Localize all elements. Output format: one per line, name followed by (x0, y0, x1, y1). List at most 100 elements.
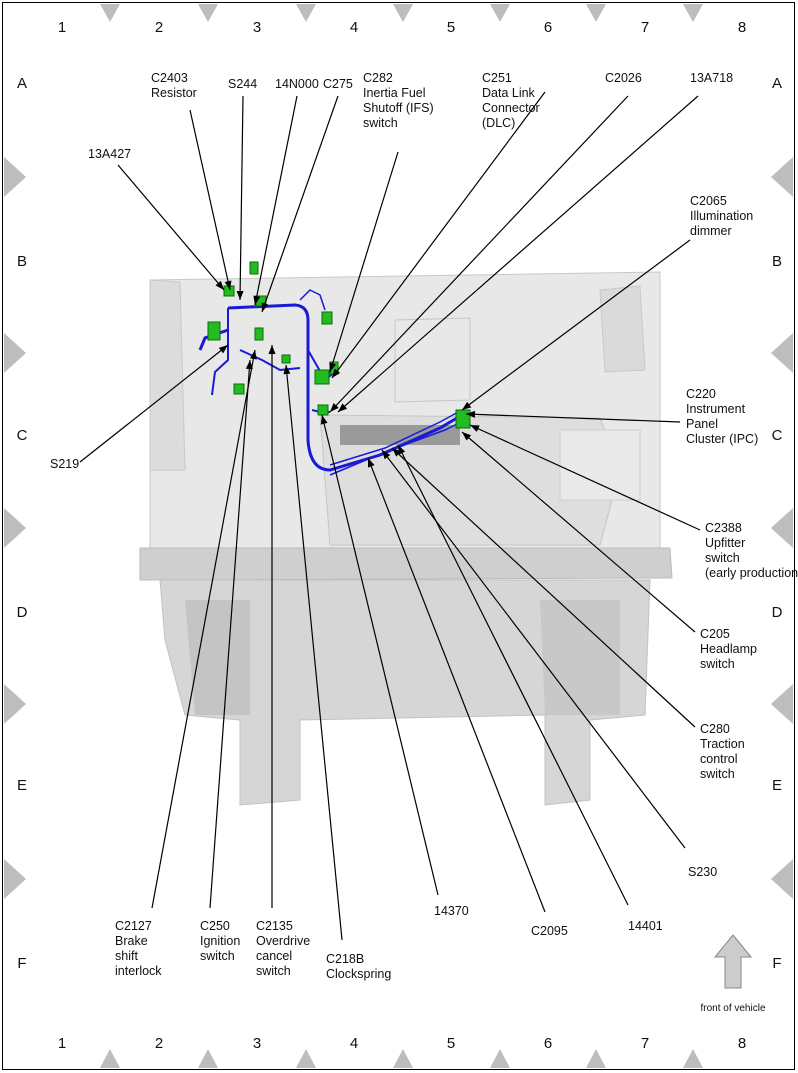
grid-marker-bottom (683, 1049, 703, 1068)
callout-13a427-line: 13A427 (88, 147, 131, 161)
grid-marker-bottom (296, 1049, 316, 1068)
grid-marker-right (771, 157, 793, 197)
arrowhead-c282 (329, 362, 337, 372)
arrowhead-c220 (466, 410, 476, 418)
leader-s244 (239, 95, 244, 301)
callout-c2026-line: C2026 (605, 71, 642, 85)
leader-c220 (465, 413, 681, 423)
leader-c2026 (329, 95, 629, 413)
grid-marker-right (771, 684, 793, 724)
arrowhead-s219 (218, 345, 228, 354)
callout-c282-line: switch (363, 116, 398, 130)
arrowhead-c275 (261, 302, 269, 312)
callout-c2403-line: C2403 (151, 71, 188, 85)
grid-marker-top (100, 4, 120, 22)
leader-14401 (397, 444, 629, 906)
callout-14n000: 14N000 (275, 77, 319, 91)
arrowhead-13a718 (338, 403, 348, 412)
leader-c205 (461, 431, 696, 633)
grid-marker-left (4, 333, 26, 373)
grid-column-label-bottom: 8 (738, 1035, 746, 1052)
arrowhead-s244 (236, 290, 244, 300)
callout-c280-line: control (700, 752, 738, 766)
arrowhead-s230 (382, 450, 391, 460)
grid-marker-bottom (198, 1049, 218, 1068)
grid-column-label-top: 3 (253, 19, 261, 36)
grid-column-label-top: 5 (447, 19, 455, 36)
callout-c275-line: C275 (323, 77, 353, 91)
grid-row-label-right: A (772, 75, 782, 92)
grid-marker-right (771, 508, 793, 548)
arrowhead-c2135 (268, 345, 276, 354)
callout-13a718: 13A718 (690, 71, 733, 85)
arrowhead-13a427 (215, 280, 224, 290)
callout-c2127-line: C2127 (115, 919, 152, 933)
grid-column-label-top: 8 (738, 19, 746, 36)
callout-s244: S244 (228, 77, 257, 91)
callout-s230-line: S230 (688, 865, 717, 879)
leader-c218b (285, 364, 343, 941)
leader-14370 (321, 414, 439, 896)
callout-c2065-line: C2065 (690, 194, 727, 208)
arrowhead-c280 (392, 448, 401, 457)
grid-row-label-left: F (17, 955, 26, 972)
leader-13a427 (117, 164, 225, 291)
leader-c2095 (367, 457, 546, 913)
callout-c2388-line: Upfitter (705, 536, 745, 550)
leader-c250 (209, 359, 251, 909)
callout-c251-line: Data Link (482, 86, 536, 100)
grid-row-label-right: B (772, 253, 782, 270)
grid-column-label-top: 2 (155, 19, 163, 36)
callout-c2127-line: interlock (115, 964, 162, 978)
grid-row-label-left: D (17, 604, 28, 621)
arrowhead-c251 (332, 368, 341, 378)
grid-column-label-top: 1 (58, 19, 66, 36)
callout-c205-line: Headlamp (700, 642, 757, 656)
arrowhead-c2127 (249, 350, 257, 360)
callout-c218b-line: C218B (326, 952, 364, 966)
leader-13a718 (337, 95, 699, 413)
grid-marker-bottom (586, 1049, 606, 1068)
callout-c250-line: C250 (200, 919, 230, 933)
callout-c251-line: (DLC) (482, 116, 515, 130)
callout-13a718-line: 13A718 (690, 71, 733, 85)
leader-c251 (331, 91, 546, 379)
grid-column-label-bottom: 7 (641, 1035, 649, 1052)
vehicle-body (139, 271, 673, 806)
grid-marker-left (4, 859, 26, 899)
callout-c251-line: C251 (482, 71, 512, 85)
grid-marker-left (4, 684, 26, 724)
grid-column-label-bottom: 5 (447, 1035, 455, 1052)
grid-column-label-bottom: 3 (253, 1035, 261, 1052)
callout-c2026: C2026 (605, 71, 642, 85)
callout-c275: C275 (323, 77, 353, 91)
arrowhead-c2026 (330, 403, 339, 412)
callout-c2095-line: C2095 (531, 924, 568, 938)
arrowhead-c2403 (224, 280, 232, 290)
callout-c205-line: switch (700, 657, 735, 671)
arrowhead-14370 (320, 415, 328, 425)
callout-c2065-line: dimmer (690, 224, 732, 238)
grid-marker-top (296, 4, 316, 22)
callout-c2388-line: (early production) (705, 566, 798, 580)
callout-13a427: 13A427 (88, 147, 131, 161)
grid-row-label-left: A (17, 75, 27, 92)
callout-c2388-line: C2388 (705, 521, 742, 535)
grid-column-label-top: 7 (641, 19, 649, 36)
callout-c282-line: C282 (363, 71, 393, 85)
grid-marker-bottom (490, 1049, 510, 1068)
leader-c282 (329, 151, 399, 373)
grid-marker-top (683, 4, 703, 22)
callout-c2135-line: C2135 (256, 919, 293, 933)
